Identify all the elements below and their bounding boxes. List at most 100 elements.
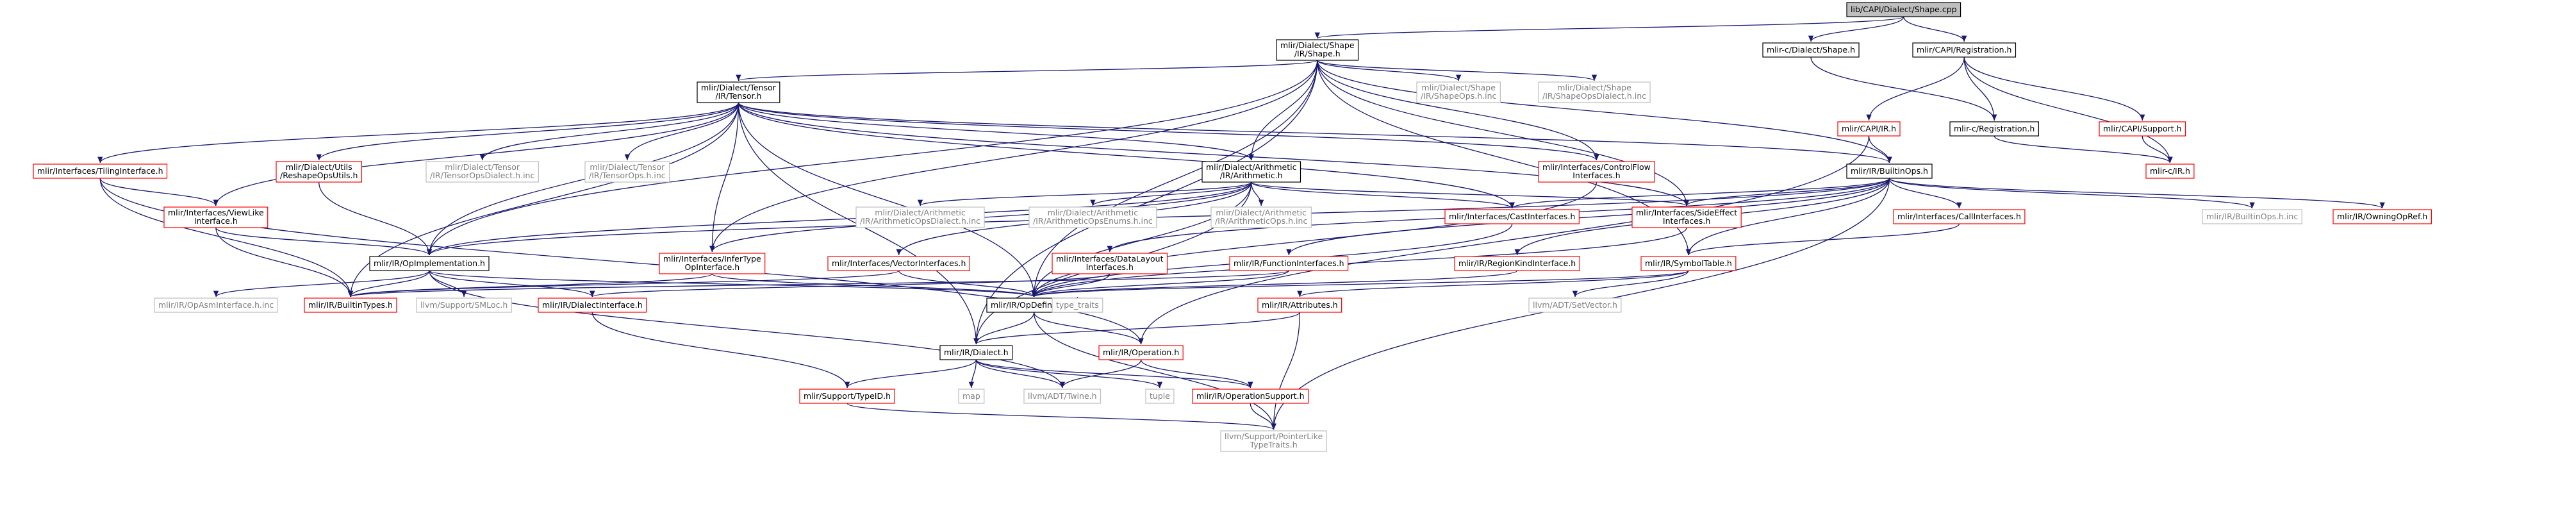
node-root[interactable]: lib/CAPI/Dialect/Shape.cpp	[1846, 2, 1961, 17]
edge-dialect-h-to-opsupport	[975, 359, 1253, 389]
node-tensoropsdialect[interactable]: mlir/Dialect/Tensor/IR/TensorOpsDialect.…	[425, 161, 539, 183]
node-label: mlir/CAPI/Support.h	[2103, 124, 2182, 133]
edge-capi-reg-to-mlirc-reg	[1963, 56, 1997, 121]
node-opsupport[interactable]: mlir/IR/OperationSupport.h	[1192, 389, 1309, 404]
node-twine[interactable]: llvm/ADT/Twine.h	[1023, 389, 1102, 404]
edge-datalayout-to-dialectif	[590, 273, 1110, 297]
node-tiling[interactable]: mlir/Interfaces/TilingInterface.h	[33, 163, 168, 179]
edge-tiling-to-operation	[99, 178, 1144, 345]
node-box	[1912, 42, 2017, 58]
node-box	[1538, 81, 1651, 103]
edge-tensor-h-to-tiling	[97, 102, 739, 163]
edge-opimpl-to-builtintypes	[347, 270, 430, 297]
node-label: mlir/Dialect/Shape	[1280, 40, 1355, 50]
edge-controlflow-to-opdef	[1031, 181, 1598, 297]
edge-symboltable-to-setvector	[1572, 270, 1689, 297]
node-cast[interactable]: mlir/Interfaces/CastInterfaces.h	[1444, 209, 1580, 224]
node-label: mlir/Dialect/Arithmetic	[1048, 208, 1139, 217]
node-capi-reg[interactable]: mlir/CAPI/Registration.h	[1912, 42, 2017, 58]
node-shape-h[interactable]: mlir/Dialect/Shape/IR/Shape.h	[1276, 39, 1359, 61]
edge-vectorif-to-builtintypes	[348, 270, 900, 297]
node-mlirc-reg[interactable]: mlir-c/Registration.h	[1949, 121, 2039, 137]
edge-tensor-h-to-sideeffect	[738, 102, 1690, 206]
node-shapeops-h-inc[interactable]: mlir/Dialect/Shape/IR/ShapeOps.h.inc	[1416, 81, 1501, 103]
node-arithdialect[interactable]: mlir/Dialect/Arithmetic/IR/ArithmeticOps…	[855, 206, 985, 228]
node-attributes[interactable]: mlir/IR/Attributes.h	[1257, 297, 1342, 313]
node-map[interactable]: map	[958, 389, 985, 404]
edge-symboltable-to-attributes	[1297, 270, 1689, 297]
node-dialect-h[interactable]: mlir/IR/Dialect.h	[939, 345, 1013, 360]
edge-dialectif-to-typeid	[591, 312, 850, 389]
node-typeid[interactable]: mlir/Support/TypeID.h	[799, 389, 895, 404]
node-regionkind[interactable]: mlir/IR/RegionKindInterface.h	[1454, 256, 1580, 271]
node-label: mlir-c/IR.h	[2150, 166, 2190, 176]
node-owningopref[interactable]: mlir/IR/OwningOpRef.h	[2332, 209, 2432, 224]
node-operation[interactable]: mlir/IR/Operation.h	[1098, 345, 1184, 360]
node-callif[interactable]: mlir/Interfaces/CallInterfaces.h	[1893, 209, 2026, 224]
node-box	[1023, 389, 1102, 404]
node-arithops[interactable]: mlir/Dialect/Arithmetic/IR/ArithmeticOps…	[1210, 206, 1312, 228]
edge-shape-h-to-opimpl	[426, 60, 1318, 256]
node-tensorops-inc[interactable]: mlir/Dialect/Tensor/IR/TensorOps.h.inc	[584, 161, 670, 183]
node-box	[425, 161, 539, 183]
edge-arith-h-to-arithdialect	[918, 181, 1252, 206]
edge-attributes-to-pointerlike	[1271, 312, 1300, 430]
node-type-traits[interactable]: type_traits	[1052, 297, 1103, 313]
edge-typeid-to-pointerlike	[846, 403, 1276, 430]
edge-opdef-to-pointerlike	[1033, 312, 1276, 430]
node-vectorif[interactable]: mlir/Interfaces/VectorInterfaces.h	[827, 256, 970, 271]
node-capi-ir[interactable]: mlir/CAPI/IR.h	[1837, 121, 1901, 137]
node-box	[584, 161, 670, 183]
node-mlirc-shape[interactable]: mlir-c/Dialect/Shape.h	[1762, 42, 1860, 58]
node-label: llvm/ADT/Twine.h	[1028, 391, 1097, 401]
node-box	[1846, 2, 1961, 17]
edge-functionif-to-opdef	[1031, 270, 1289, 297]
node-label: llvm/ADT/SetVector.h	[1533, 300, 1617, 310]
edge-infertype-to-builtintypes	[348, 273, 713, 297]
node-tensor-h[interactable]: mlir/Dialect/Tensor/IR/Tensor.h	[697, 81, 780, 103]
node-opasm[interactable]: mlir/IR/OpAsmInterface.h.inc	[154, 297, 278, 313]
node-label: mlir/IR/OpImplementation.h	[374, 258, 485, 268]
node-builtintypes[interactable]: mlir/IR/BuiltinTypes.h	[304, 297, 397, 313]
node-label: llvm/Support/PointerLike	[1225, 431, 1323, 441]
node-symboltable[interactable]: mlir/IR/SymbolTable.h	[1640, 256, 1737, 271]
node-box	[1276, 39, 1359, 61]
node-label: mlir/IR/OwningOpRef.h	[2337, 212, 2427, 221]
node-label: mlir/Interfaces/TilingInterface.h	[37, 166, 163, 176]
node-builtinops-inc[interactable]: mlir/IR/BuiltinOps.h.inc	[2202, 209, 2302, 224]
node-label: llvm/Support/SMLoc.h	[420, 300, 508, 310]
edge-arith-h-to-arithenums	[1090, 181, 1252, 206]
node-label: Interface.h	[194, 216, 238, 226]
edge-tensor-h-to-arith-h	[738, 102, 1254, 161]
edge-opimpl-to-opdef	[429, 270, 1037, 297]
node-reshapeops[interactable]: mlir/Dialect/Utils/ReshapeOpsUtils.h	[276, 161, 363, 183]
node-mlirc-ir[interactable]: mlir-c/IR.h	[2145, 163, 2195, 179]
node-functionif[interactable]: mlir/IR/FunctionInterfaces.h	[1229, 256, 1349, 271]
node-shapeopsdialect-h-inc[interactable]: mlir/Dialect/Shape/IR/ShapeOpsDialect.h.…	[1538, 81, 1651, 103]
node-setvector[interactable]: llvm/ADT/SetVector.h	[1528, 297, 1622, 313]
node-arith-h[interactable]: mlir/Dialect/Arithmetic/IR/Arithmetic.h	[1201, 161, 1301, 183]
node-label: mlir/Interfaces/SideEffect	[1636, 208, 1737, 217]
node-box	[2145, 163, 2195, 179]
node-label: /IR/ShapeOpsDialect.h.inc	[1542, 91, 1646, 101]
node-label: /IR/Arithmetic.h	[1220, 171, 1283, 180]
edge-tensor-h-to-viewlike	[213, 102, 739, 206]
node-builtinops[interactable]: mlir/IR/BuiltinOps.h	[1846, 163, 1933, 179]
node-capi-support[interactable]: mlir/CAPI/Support.h	[2099, 121, 2186, 137]
node-arithenums[interactable]: mlir/Dialect/Arithmetic/IR/ArithmeticOps…	[1028, 206, 1157, 228]
node-label: mlir/IR/RegionKindInterface.h	[1458, 258, 1576, 268]
node-box	[1192, 389, 1309, 404]
node-label: mlir/Interfaces/InferType	[663, 254, 761, 264]
node-opimpl[interactable]: mlir/IR/OpImplementation.h	[369, 256, 490, 271]
node-box	[1416, 81, 1501, 103]
node-smloc[interactable]: llvm/Support/SMLoc.h	[416, 297, 512, 313]
node-dialectif[interactable]: mlir/IR/DialectInterface.h	[538, 297, 647, 313]
node-tuple[interactable]: tuple	[1145, 389, 1175, 404]
